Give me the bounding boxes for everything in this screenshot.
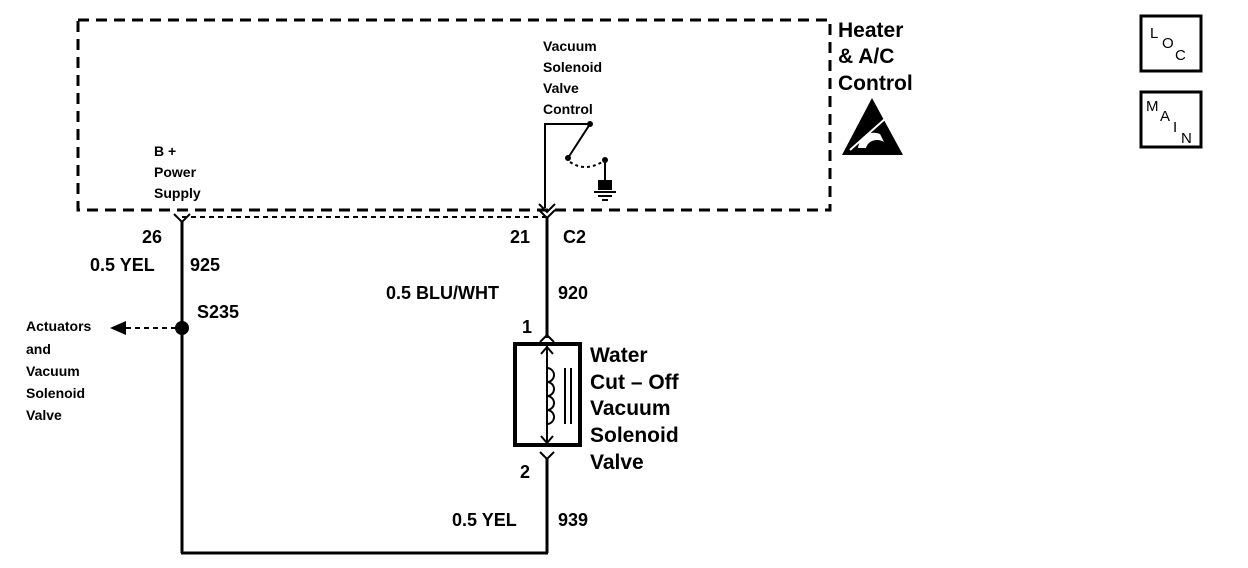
svg-text:I: I <box>1173 119 1177 136</box>
main-button[interactable]: M A I N <box>1139 90 1203 149</box>
esd-warning-icon <box>842 98 903 155</box>
valve-pin-1-label: 1 <box>522 317 532 337</box>
splice-s235-dot <box>175 321 189 335</box>
wire-925-gauge-label: 0.5 YEL <box>90 255 155 275</box>
valve-control-label: Vacuum Solenoid Valve Control <box>543 38 606 117</box>
ground-icon <box>594 180 616 201</box>
pin-26-label: 26 <box>142 227 162 247</box>
branch-arrow-icon <box>110 321 126 335</box>
valve-name: Water Cut – Off Vacuum Solenoid Valve <box>590 344 685 474</box>
branch-destination-label: Actuators and Vacuum Solenoid Valve <box>26 318 95 423</box>
splice-s235-label: S235 <box>197 302 239 322</box>
module-name: Heater & A/C Control <box>838 19 913 95</box>
pin-21-label: 21 <box>510 227 530 247</box>
svg-text:M: M <box>1146 98 1159 115</box>
svg-text:N: N <box>1181 130 1192 147</box>
water-cutoff-solenoid-valve <box>513 342 582 447</box>
power-supply-label: B + Power Supply <box>154 143 201 201</box>
wire-939-gauge-label: 0.5 YEL <box>452 510 517 530</box>
heater-ac-control-module-boundary <box>76 18 832 212</box>
loc-button[interactable]: L O C <box>1139 14 1203 73</box>
svg-text:A: A <box>1160 108 1170 125</box>
connector-c2-label: C2 <box>563 227 586 247</box>
internal-ground-switch <box>544 121 616 208</box>
svg-text:C: C <box>1175 47 1186 64</box>
svg-text:L: L <box>1150 25 1158 42</box>
wire-939-circuit-label: 939 <box>558 510 588 530</box>
wire-925-circuit-label: 925 <box>190 255 220 275</box>
valve-pin-2-label: 2 <box>520 462 530 482</box>
wire-920-circuit-label: 920 <box>558 283 588 303</box>
svg-text:O: O <box>1162 35 1174 52</box>
wire-920-gauge-label: 0.5 BLU/WHT <box>386 283 499 303</box>
